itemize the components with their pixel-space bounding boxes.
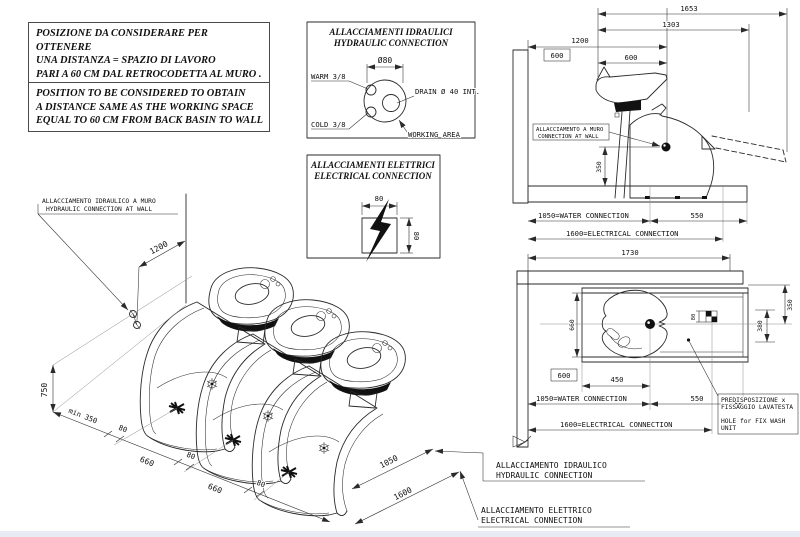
note-it-line3: PARI A 60 CM DAL RETROCODETTA AL MURO . <box>36 69 262 81</box>
wall-connection-label-it: ALLACCIAMENTO A MURO <box>536 127 604 133</box>
drain-plan <box>645 319 655 329</box>
dim-550-plan: 550 <box>691 394 704 403</box>
basin-headrest-profile <box>596 66 611 81</box>
fix-note-line4: UNIT <box>721 425 736 432</box>
dim-80-iso-2: 80 <box>185 450 196 462</box>
dim-550-side: 550 <box>691 211 704 220</box>
dim-1200-side: 1200 <box>571 36 588 45</box>
cold-label: COLD 3/8 <box>311 120 346 129</box>
wash-unit-3 <box>251 331 406 517</box>
callout-hydraulic-en: HYDRAULIC CONNECTION <box>496 471 593 480</box>
plan-wall-top <box>516 270 744 285</box>
dim-1303: 1303 <box>662 20 679 29</box>
fix-note-line2: FISSAGGIO LAVATESTA <box>721 404 793 411</box>
dim-electrical-width: 80 <box>375 194 384 203</box>
fix-note-line3: HOLE for FIX WASH <box>721 418 786 425</box>
basin-plan <box>601 289 668 359</box>
dim-350-side: 350 <box>596 161 603 173</box>
dim-water-plan: 1050=WATER CONNECTION <box>536 394 627 403</box>
valve-1 <box>206 377 218 391</box>
footrest-bracket <box>701 135 716 150</box>
flag-symbol <box>512 435 526 448</box>
hydraulic-detail-box: ALLACCIAMENTI IDRAULICI HYDRAULIC CONNEC… <box>306 21 481 140</box>
dim-750-iso: 750 <box>40 383 49 398</box>
working-area-label: WORKING AREA <box>408 130 461 139</box>
note-it-line1: POSIZIONE DA CONSIDERARE PER OTTENERE <box>36 28 208 53</box>
lightning-bolt-icon <box>366 199 391 262</box>
dim-380-plan: 380 <box>757 320 764 332</box>
iso-wall-label-it: ALLACCIAMENTO IDRAULICO A MURO <box>42 198 156 205</box>
dim-660-iso-2: 660 <box>207 482 224 496</box>
dim-660-plan: 660 <box>569 319 576 331</box>
dim-660-iso-1: 660 <box>139 455 156 469</box>
dim-1730: 1730 <box>621 248 638 257</box>
chain-ticks <box>103 430 265 498</box>
dim-1200-iso: 1200 <box>148 239 169 256</box>
plan-view: 1730 660 80 <box>516 247 799 448</box>
iso-wall-label-en: HYDRAULIC CONNECTION AT WALL <box>46 206 152 213</box>
dim-1600-iso: 1600 <box>392 485 413 502</box>
dim-600-boxed-side: 600 <box>551 51 564 60</box>
note-en-line2: A DISTANCE SAME AS THE WORKING SPACE <box>36 101 254 113</box>
callout-electrical-it: ALLACCIAMENTO ELETTRICO <box>481 506 592 515</box>
wall-connection-label-en: CONNECTION AT WALL <box>538 134 599 140</box>
note-it-line2: UNA DISTANZA = SPAZIO DI LAVORO <box>36 55 216 67</box>
dim-1050-iso: 1050 <box>378 453 399 470</box>
dim-450-plan: 450 <box>611 375 624 384</box>
dim-80-iso-1: 80 <box>117 423 128 435</box>
note-box-english: POSITION TO BE CONSIDERED TO OBTAIN A DI… <box>28 82 270 133</box>
bottom-callouts: ALLACCIAMENTO IDRAULICO HYDRAULIC CONNEC… <box>434 435 645 528</box>
callout-electrical-en: ELECTRICAL CONNECTION <box>481 516 582 525</box>
dim-diameter-80: Ø80 <box>378 55 393 65</box>
dim-1653: 1653 <box>680 4 697 13</box>
electrical-detail-title-en: ELECTRICAL CONNECTION <box>313 171 432 181</box>
note-en-line1: POSITION TO BE CONSIDERED TO OBTAIN <box>36 88 246 99</box>
warm-label: WARM 3/8 <box>311 72 346 81</box>
drain-label: DRAIN Ø 40 INT. <box>415 87 480 96</box>
electrical-detail-title-it: ALLACCIAMENTI ELETTRICI <box>310 160 435 170</box>
dim-350-plan: 350 <box>787 299 794 311</box>
hydraulic-detail-title-en: HYDRAULIC CONNECTION <box>333 38 449 48</box>
dim-600-side: 600 <box>625 53 638 62</box>
valve-3 <box>318 441 330 455</box>
callout-hydraulic-it: ALLACCIAMENTO IDRAULICO <box>496 461 607 470</box>
dim-min350-iso: min 350 <box>67 406 98 426</box>
iso-view: ALLACCIAMENTO IDRAULICO A MURO HYDRAULIC… <box>37 193 460 525</box>
basin-profile <box>595 72 668 104</box>
dim-600-boxed-plan: 600 <box>558 371 571 380</box>
electrical-detail-box: ALLACCIAMENTI ELETTRICI ELECTRICAL CONNE… <box>306 154 441 262</box>
dim-80-plan: 80 <box>691 314 697 321</box>
wall-connection-point <box>661 142 671 152</box>
bottom-strip <box>0 531 800 537</box>
note-en-line3: EQUAL TO 60 CM FROM BACK BASIN TO WALL <box>36 115 263 127</box>
electrical-point-plan <box>705 310 718 323</box>
dim-electrical-height: 80 <box>412 232 421 241</box>
valve-2 <box>262 409 274 423</box>
dim-water-side: 1050=WATER CONNECTION <box>538 211 629 220</box>
dim-electrical-plan: 1600=ELECTRICAL CONNECTION <box>560 420 673 429</box>
dim-electrical-side: 1600=ELECTRICAL CONNECTION <box>566 229 679 238</box>
dim-80-iso-3: 80 <box>255 478 266 490</box>
side-floor <box>527 185 748 203</box>
note-box-italian: POSIZIONE DA CONSIDERARE PER OTTENERE UN… <box>28 22 270 86</box>
plan-wall-left <box>516 270 529 448</box>
side-view: 1653 1303 1200 600 600 ALLACCIAMENTO A M… <box>512 3 788 242</box>
chair-body-profile <box>629 113 715 199</box>
fix-note-line1: PREDISPOSIZIONE x <box>721 397 786 404</box>
wall-valves <box>129 309 141 330</box>
hydraulic-detail-title-it: ALLACCIAMENTI IDRAULICI <box>328 27 453 37</box>
side-wall <box>512 49 529 204</box>
